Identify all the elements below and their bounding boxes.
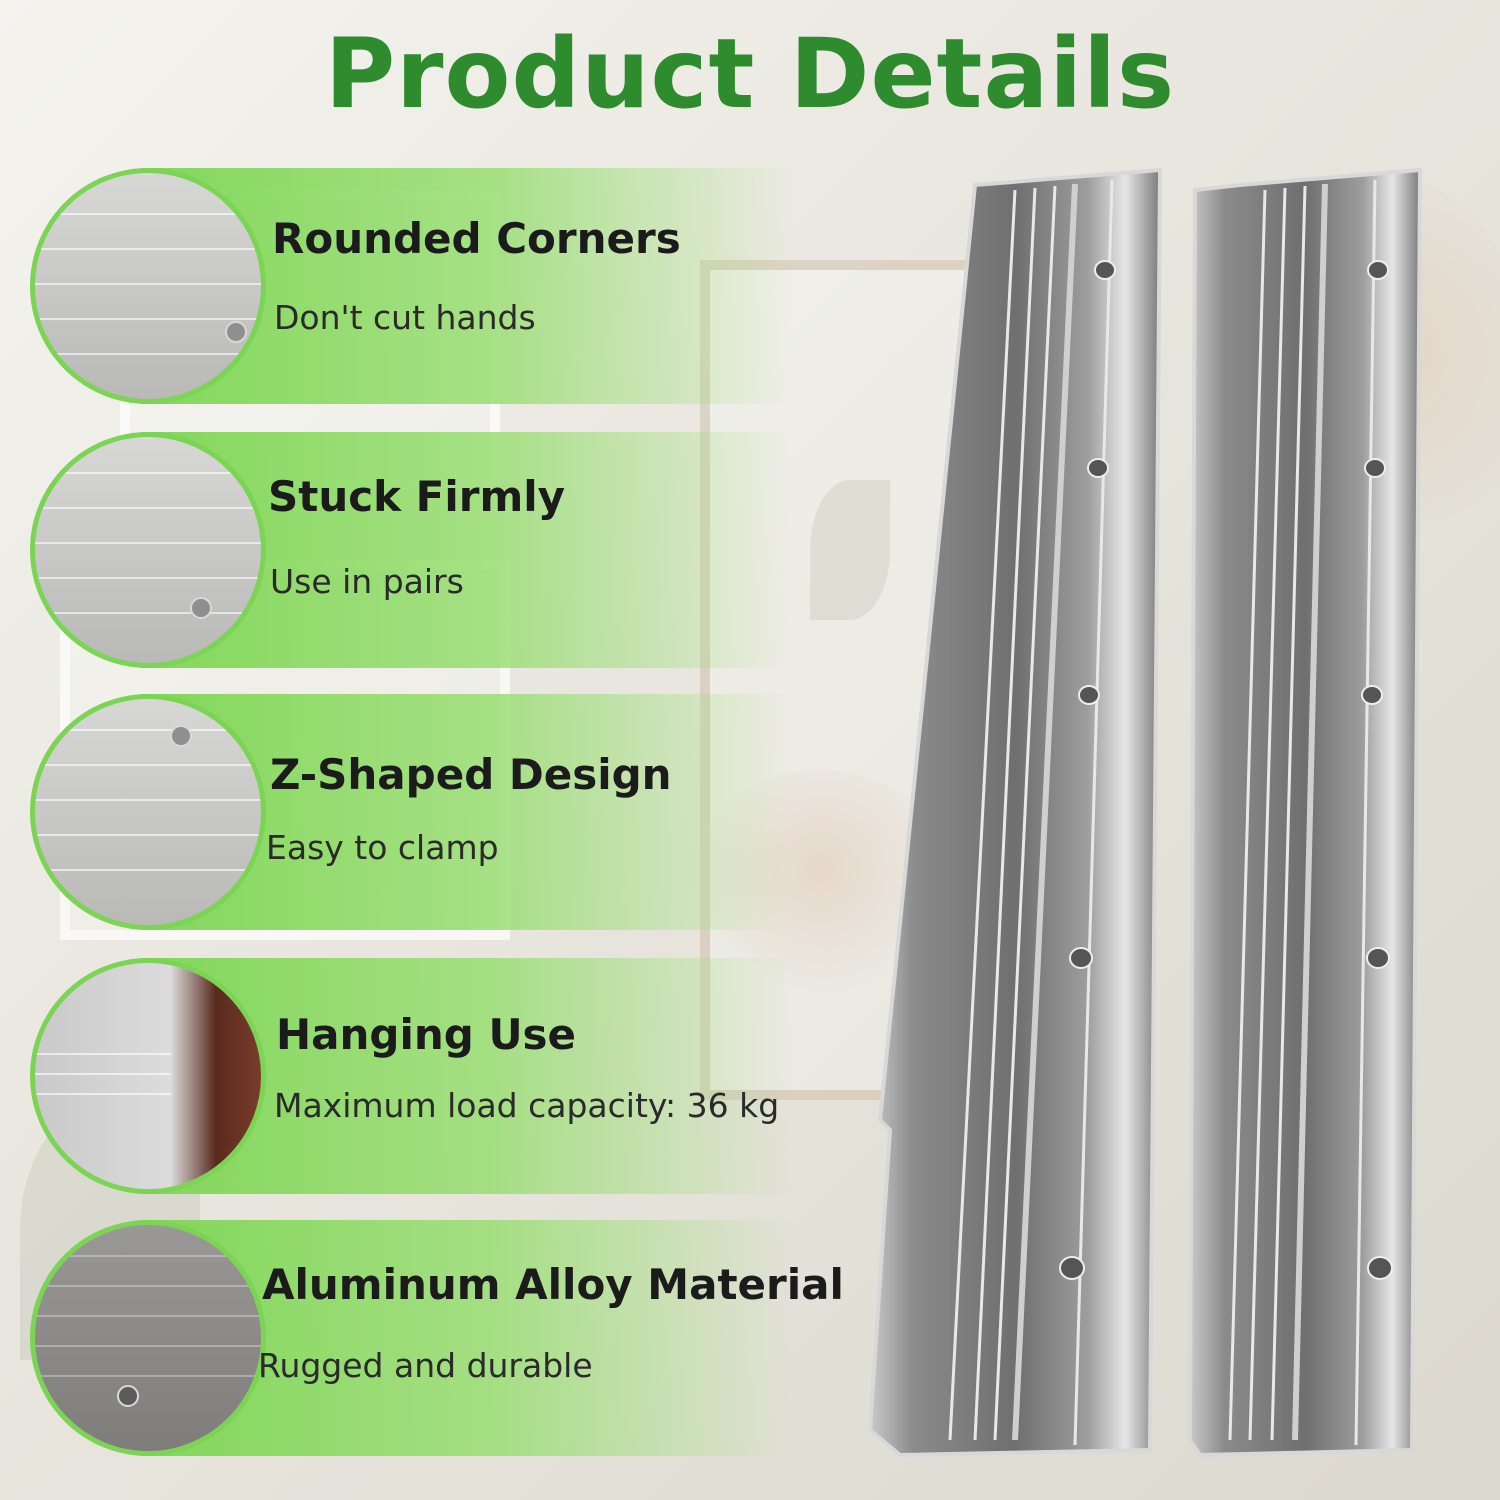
brushed-metal-closeup-icon <box>30 1220 266 1456</box>
wall-hanging-photo-icon <box>30 958 266 1194</box>
feature-heading: Rounded Corners <box>272 214 681 263</box>
rail-right <box>1187 167 1423 1458</box>
product-rails <box>867 167 1423 1458</box>
background-plant <box>810 480 890 620</box>
rail-corner-closeup-icon <box>30 168 266 404</box>
feature-rounded-corners: Rounded Corners Don't cut hands <box>30 168 790 404</box>
feature-hanging-use: Hanging Use Maximum load capacity: 36 kg <box>30 958 790 1194</box>
feature-subtext: Don't cut hands <box>274 298 536 337</box>
feature-subtext: Use in pairs <box>270 562 464 601</box>
feature-subtext: Easy to clamp <box>266 828 499 867</box>
feature-subtext: Rugged and durable <box>258 1346 593 1385</box>
rail-left <box>867 167 1163 1458</box>
feature-heading: Z-Shaped Design <box>270 750 672 799</box>
feature-aluminum-alloy-material: Aluminum Alloy Material Rugged and durab… <box>30 1220 844 1456</box>
feature-z-shaped-design: Z-Shaped Design Easy to clamp <box>30 694 790 930</box>
feature-heading: Stuck Firmly <box>268 472 566 521</box>
z-profile-closeup-icon <box>30 694 266 930</box>
feature-heading: Aluminum Alloy Material <box>262 1260 844 1309</box>
paired-rails-closeup-icon <box>30 432 266 668</box>
page-title: Product Details <box>324 18 1176 130</box>
feature-stuck-firmly: Stuck Firmly Use in pairs <box>30 432 790 668</box>
feature-subtext: Maximum load capacity: 36 kg <box>274 1086 780 1125</box>
feature-heading: Hanging Use <box>276 1010 577 1059</box>
